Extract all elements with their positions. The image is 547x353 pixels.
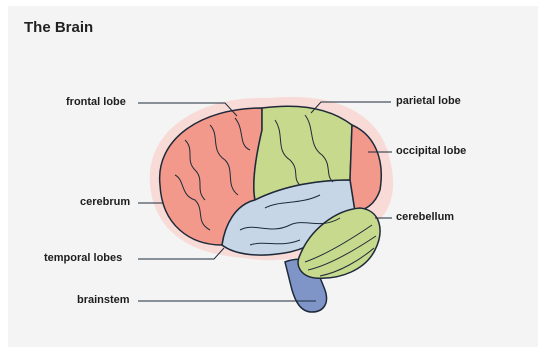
label-occipital-lobe: occipital lobe [396,145,466,157]
label-brainstem: brainstem [77,294,130,306]
label-cerebellum: cerebellum [396,211,454,223]
label-temporal-lobes: temporal lobes [44,252,122,264]
label-parietal-lobe: parietal lobe [396,95,461,107]
label-frontal-lobe: frontal lobe [66,96,126,108]
label-cerebrum: cerebrum [80,196,130,208]
